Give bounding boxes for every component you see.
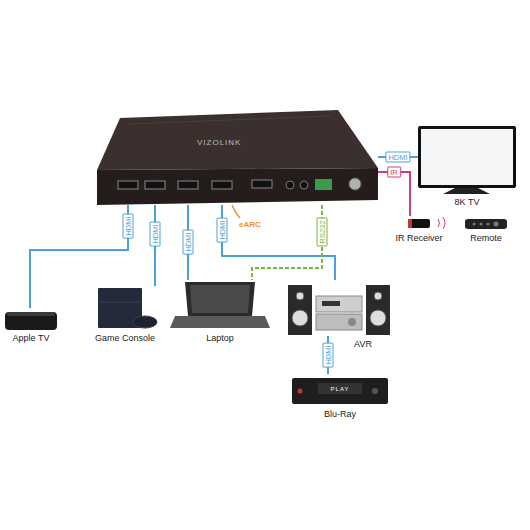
cable xyxy=(222,205,335,280)
cable-label: HDMI xyxy=(385,152,410,163)
device-caption: Remote xyxy=(470,233,502,244)
device-caption: Laptop xyxy=(206,333,234,344)
ir-port xyxy=(300,181,308,189)
earc-leader xyxy=(232,205,240,218)
woofer xyxy=(292,310,308,326)
laptop-display xyxy=(190,285,250,313)
device-caption: IR Receiver xyxy=(396,233,443,244)
device-box: IR Receiver xyxy=(404,216,434,230)
port-note: eARC xyxy=(239,220,261,229)
device-box: Apple TV xyxy=(5,308,57,330)
console-groove xyxy=(98,302,142,303)
tv-stand xyxy=(443,188,490,194)
cable-label: HDMI xyxy=(323,342,334,367)
switcher-edge xyxy=(130,116,330,124)
brand-text: VIZOLINK xyxy=(197,138,241,147)
remote-buttons xyxy=(473,222,499,227)
display-text: PLAY xyxy=(331,386,350,392)
cable xyxy=(30,205,128,308)
receiver-knob xyxy=(348,318,356,326)
switcher-front xyxy=(97,168,378,205)
receiver-unit xyxy=(316,296,362,312)
apple-tv xyxy=(5,312,57,330)
remote xyxy=(465,219,507,229)
speaker xyxy=(366,285,390,335)
bluray-player xyxy=(292,378,388,404)
ir-port xyxy=(286,181,294,189)
apple-tv-top xyxy=(7,312,55,316)
controller xyxy=(133,316,157,328)
laptop-screen xyxy=(185,282,255,316)
device-box: AVR xyxy=(286,280,392,336)
cable-label: HDMI xyxy=(123,213,134,238)
device-box: Game Console xyxy=(92,286,158,330)
speaker xyxy=(288,285,312,335)
device-caption: 8K TV xyxy=(455,197,480,208)
device-caption: Apple TV xyxy=(13,333,50,344)
laptop-base xyxy=(170,316,270,328)
switcher-top xyxy=(97,110,378,170)
device-box: Laptop xyxy=(170,280,270,330)
cable-label: IR xyxy=(387,167,401,178)
bluray-knob xyxy=(372,388,378,394)
tv-screen xyxy=(421,129,513,185)
device-box: Remote xyxy=(465,216,507,230)
tweeter xyxy=(374,292,382,300)
cable-label: HDMI xyxy=(150,221,161,246)
ir-waves xyxy=(438,217,445,229)
cable xyxy=(252,205,322,280)
bluray-display xyxy=(318,383,362,394)
rs232-terminal xyxy=(315,179,332,190)
power-jack xyxy=(349,178,361,190)
receiver-display xyxy=(322,301,340,306)
ir-eye xyxy=(408,219,412,228)
cable-label: RS232 xyxy=(317,218,328,247)
hdmi-ports xyxy=(118,180,272,189)
woofer xyxy=(370,310,386,326)
receiver-unit xyxy=(316,314,362,330)
device-caption: Game Console xyxy=(95,333,155,344)
device-caption: AVR xyxy=(354,339,372,350)
cable-label: HDMI xyxy=(217,217,228,242)
tweeter xyxy=(296,292,304,300)
cable-label: HDMI xyxy=(183,229,194,254)
ir-receiver xyxy=(408,219,430,228)
device-box: 8K TV xyxy=(418,126,516,194)
power-button xyxy=(298,389,303,394)
device-caption: Blu-Ray xyxy=(324,409,356,420)
cable xyxy=(378,172,410,216)
tv-bezel xyxy=(418,126,516,188)
switcher-box: VIZOLINK xyxy=(97,112,378,205)
